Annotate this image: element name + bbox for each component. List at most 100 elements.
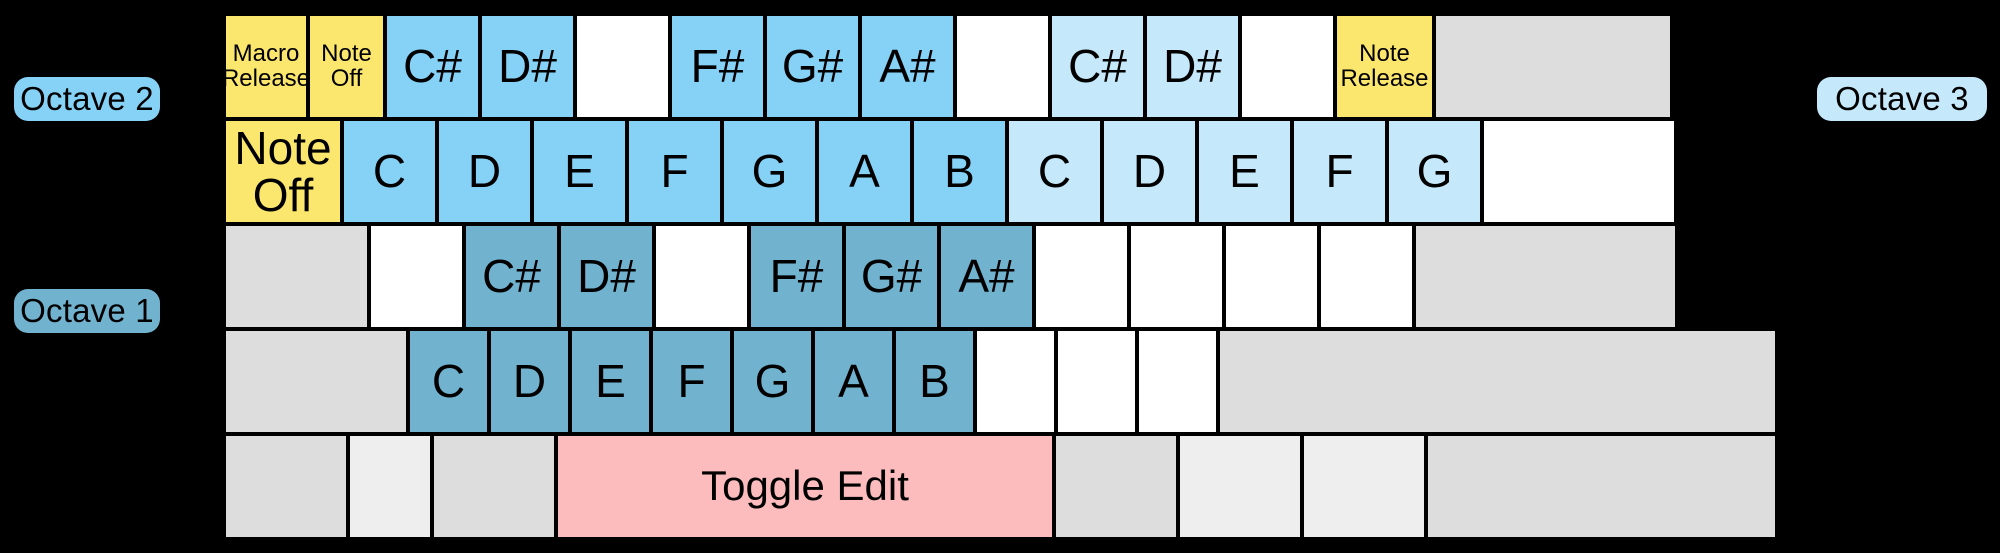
key-blank[interactable]: [1426, 434, 1777, 539]
key-blank[interactable]: [432, 434, 556, 539]
octave-2-label: Octave 2: [14, 77, 160, 121]
key-dsharp[interactable]: D#: [480, 14, 575, 119]
key-e[interactable]: E: [1197, 119, 1292, 224]
key-blank[interactable]: [1056, 329, 1137, 434]
key-c[interactable]: C: [342, 119, 437, 224]
key-blank[interactable]: [1224, 224, 1319, 329]
key-label: C#: [482, 250, 541, 303]
key-label: A#: [879, 40, 936, 93]
key-label: F: [1325, 145, 1354, 198]
key-label: G#: [860, 250, 923, 303]
key-blank[interactable]: [348, 434, 432, 539]
key-csharp[interactable]: C#: [1050, 14, 1145, 119]
key-blank[interactable]: [224, 329, 408, 434]
key-label: B: [944, 145, 975, 198]
key-blank[interactable]: [1240, 14, 1335, 119]
key-blank[interactable]: [654, 224, 749, 329]
key-f[interactable]: F: [651, 329, 732, 434]
key-fsharp[interactable]: F#: [749, 224, 844, 329]
key-blank[interactable]: [224, 224, 369, 329]
key-label: D#: [1163, 40, 1222, 93]
key-blank[interactable]: [224, 434, 348, 539]
keyboard-row-asdf: C# D# F# G# A#: [224, 224, 1777, 329]
key-label: A: [838, 355, 869, 408]
key-dsharp[interactable]: D#: [559, 224, 654, 329]
key-blank[interactable]: [1434, 14, 1672, 119]
key-a[interactable]: A: [813, 329, 894, 434]
key-b[interactable]: B: [912, 119, 1007, 224]
key-blank[interactable]: [369, 224, 464, 329]
key-label: F#: [690, 40, 745, 93]
key-blank[interactable]: [1034, 224, 1129, 329]
key-label: D: [467, 145, 502, 198]
key-label: D: [512, 355, 547, 408]
key-d[interactable]: D: [437, 119, 532, 224]
key-asharp[interactable]: A#: [860, 14, 955, 119]
key-label: E: [1229, 145, 1260, 198]
key-label: C#: [1068, 40, 1127, 93]
key-label: C: [1037, 145, 1072, 198]
key-fsharp[interactable]: F#: [670, 14, 765, 119]
key-asharp[interactable]: A#: [939, 224, 1034, 329]
key-f[interactable]: F: [1292, 119, 1387, 224]
key-blank[interactable]: [575, 14, 670, 119]
key-blank[interactable]: [1218, 329, 1777, 434]
key-blank[interactable]: [1137, 329, 1218, 434]
key-toggle-edit[interactable]: Toggle Edit: [556, 434, 1054, 539]
key-b[interactable]: B: [894, 329, 975, 434]
key-blank[interactable]: [1302, 434, 1426, 539]
key-e[interactable]: E: [570, 329, 651, 434]
key-blank[interactable]: [955, 14, 1050, 119]
key-label: E: [595, 355, 626, 408]
key-label: A#: [958, 250, 1015, 303]
key-label: B: [919, 355, 950, 408]
key-label: E: [564, 145, 595, 198]
key-blank[interactable]: [1178, 434, 1302, 539]
key-label: G: [751, 145, 788, 198]
octave-3-label: Octave 3: [1817, 77, 1987, 121]
key-label: A: [849, 145, 880, 198]
key-d[interactable]: D: [1102, 119, 1197, 224]
key-f[interactable]: F: [627, 119, 722, 224]
key-label: Toggle Edit: [701, 462, 909, 510]
key-blank[interactable]: [1054, 434, 1178, 539]
key-csharp[interactable]: C#: [385, 14, 480, 119]
key-label: G: [1416, 145, 1453, 198]
key-label: G#: [781, 40, 844, 93]
key-g[interactable]: G: [732, 329, 813, 434]
key-c[interactable]: C: [1007, 119, 1102, 224]
key-csharp[interactable]: C#: [464, 224, 559, 329]
key-blank[interactable]: [975, 329, 1056, 434]
key-label: D: [1132, 145, 1167, 198]
key-label: D#: [498, 40, 557, 93]
key-blank[interactable]: [1482, 119, 1676, 224]
key-gsharp[interactable]: G#: [765, 14, 860, 119]
key-label: F#: [769, 250, 824, 303]
key-gsharp[interactable]: G#: [844, 224, 939, 329]
key-g[interactable]: G: [722, 119, 817, 224]
key-a[interactable]: A: [817, 119, 912, 224]
key-g[interactable]: G: [1387, 119, 1482, 224]
key-e[interactable]: E: [532, 119, 627, 224]
key-c[interactable]: C: [408, 329, 489, 434]
key-blank[interactable]: [1129, 224, 1224, 329]
key-d[interactable]: D: [489, 329, 570, 434]
key-dsharp[interactable]: D#: [1145, 14, 1240, 119]
key-blank[interactable]: [1414, 224, 1677, 329]
key-label: G: [754, 355, 791, 408]
key-label: C#: [403, 40, 462, 93]
key-label: F: [677, 355, 706, 408]
keyboard-row-space: Toggle Edit: [224, 434, 1777, 539]
key-blank[interactable]: [1319, 224, 1414, 329]
